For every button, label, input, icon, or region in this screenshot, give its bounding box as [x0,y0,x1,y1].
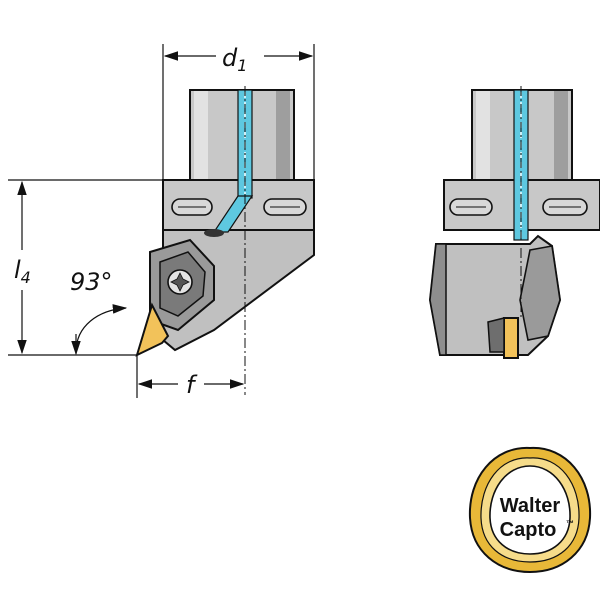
logo-trademark: ™ [566,519,574,528]
side-screw-slot-right [542,198,588,216]
angle-annotation: 93° [70,268,128,356]
side-clamp [519,245,561,341]
front-cutting-insert [135,302,170,357]
logo-line-1: Walter [500,495,561,517]
dimension-d1: d1 [162,44,315,180]
dimension-f: f [136,355,245,399]
angle-label: 93° [70,268,113,296]
side-screw-slot-left [449,198,493,216]
dimension-label-d1: d1 [222,44,247,75]
front-screw-slot-right [263,198,307,216]
dimension-label-f: f [186,371,198,399]
front-screw-slot-left [171,198,213,216]
front-view [135,86,315,395]
coolant-outlet [204,229,224,237]
logo-line-2: Capto [500,519,557,541]
side-view [428,86,600,359]
side-cutting-insert [503,317,519,359]
walter-capto-logo: Walter Capto ™ [468,446,592,574]
torx-screw-icon [167,269,193,295]
dimension-label-l4: l4 [14,256,31,287]
